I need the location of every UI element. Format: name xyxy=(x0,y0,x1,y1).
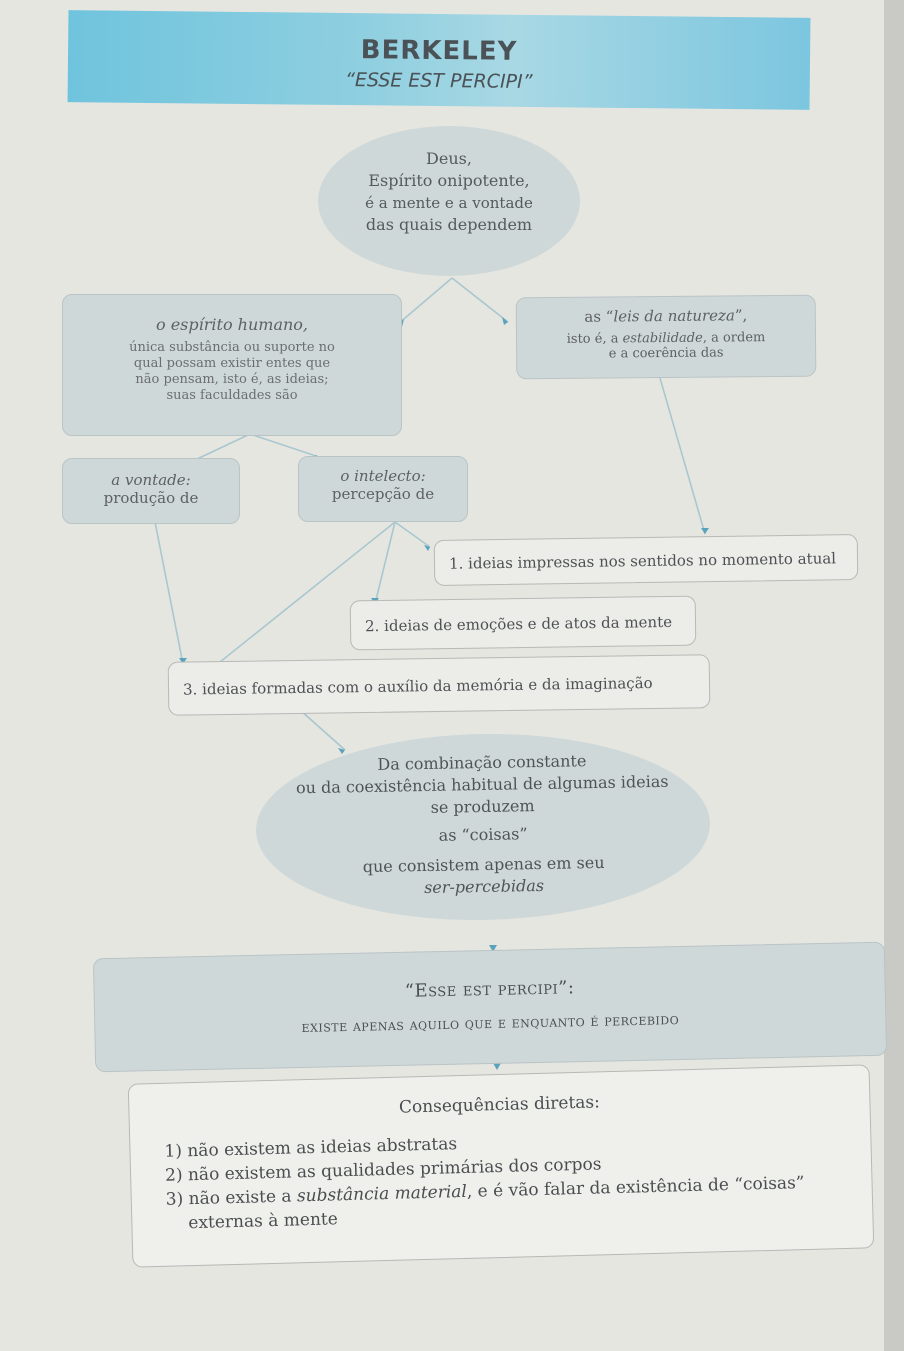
will-box: a vontade: produção de xyxy=(62,458,240,524)
esse-est-percipi-box: “Esse est percipi”: existe apenas aquilo… xyxy=(92,941,888,1073)
page-edge xyxy=(884,0,904,1351)
idea-1-text: 1. ideias impressas nos sentidos no mome… xyxy=(448,549,837,573)
laws-line-2-post: , a ordem xyxy=(702,330,766,346)
combination-ellipse: Da combinação constante ou da coexistênc… xyxy=(254,730,712,924)
intellect-box: o intelecto: percepção de xyxy=(298,456,468,522)
idea-2-box: 2. ideias de emoções e de atos da mente xyxy=(349,595,697,651)
will-line: produção de xyxy=(103,489,199,507)
idea-3-text: 3. ideias formadas com o auxílio da memó… xyxy=(182,674,653,699)
god-line-3: é a mente e a vontade xyxy=(365,194,533,212)
human-spirit-line-3: não pensam, isto é, as ideias; xyxy=(135,372,329,387)
intellect-title: o intelecto: xyxy=(340,467,426,485)
consequences-title: Consequências diretas: xyxy=(398,1092,601,1118)
laws-line-2-pre: isto é, a xyxy=(566,331,623,347)
consequence-item-3-pre: 3) não existe a xyxy=(165,1186,298,1210)
laws-of-nature-box: as “leis da natureza”, isto é, a estabil… xyxy=(515,294,817,380)
will-title: a vontade: xyxy=(111,471,191,489)
laws-line-2-italic: estabilidade xyxy=(622,330,703,347)
page-title: BERKELEY xyxy=(360,35,518,67)
human-spirit-line-2: qual possam existir entes que xyxy=(133,356,331,371)
page-subtitle: “ESSE EST PERCIPI” xyxy=(344,69,533,93)
header-banner: BERKELEY “ESSE EST PERCIPI” xyxy=(67,10,811,110)
consequences-box: Consequências diretas: 1) não existem as… xyxy=(127,1064,875,1268)
god-line-4: das quais dependem xyxy=(365,215,533,234)
esse-subtitle: existe apenas aquilo que e enquanto é pe… xyxy=(301,1010,680,1036)
human-spirit-line-4: suas faculdades são xyxy=(166,388,298,403)
laws-line-3: e a coerência das xyxy=(608,345,724,362)
laws-line-1-post: ”, xyxy=(734,306,748,325)
idea-1-box: 1. ideias impressas nos sentidos no mome… xyxy=(433,534,859,586)
consequence-item-3-italic: substância material xyxy=(296,1181,468,1207)
idea-2-text: 2. ideias de emoções e de atos da mente xyxy=(364,612,673,636)
laws-line-1-italic: leis da natureza xyxy=(613,306,735,326)
god-line-1: Deus, xyxy=(426,149,472,168)
intellect-line: percepção de xyxy=(331,485,435,503)
laws-line-1-pre: as “ xyxy=(584,307,614,326)
human-spirit-box: o espírito humano, única substância ou s… xyxy=(62,294,402,436)
combination-line-4: as “coisas” xyxy=(438,824,528,845)
human-spirit-line-1: única substância ou suporte no xyxy=(129,340,335,355)
god-ellipse: Deus, Espírito onipotente, é a mente e a… xyxy=(318,126,580,276)
god-line-2: Espírito onipotente, xyxy=(368,171,530,190)
esse-title: “Esse est percipi”: xyxy=(404,977,575,1002)
idea-3-box: 3. ideias formadas com o auxílio da memó… xyxy=(167,654,711,716)
laws-line-1: as “leis da natureza”, xyxy=(517,306,815,327)
human-spirit-title: o espírito humano, xyxy=(155,315,308,334)
